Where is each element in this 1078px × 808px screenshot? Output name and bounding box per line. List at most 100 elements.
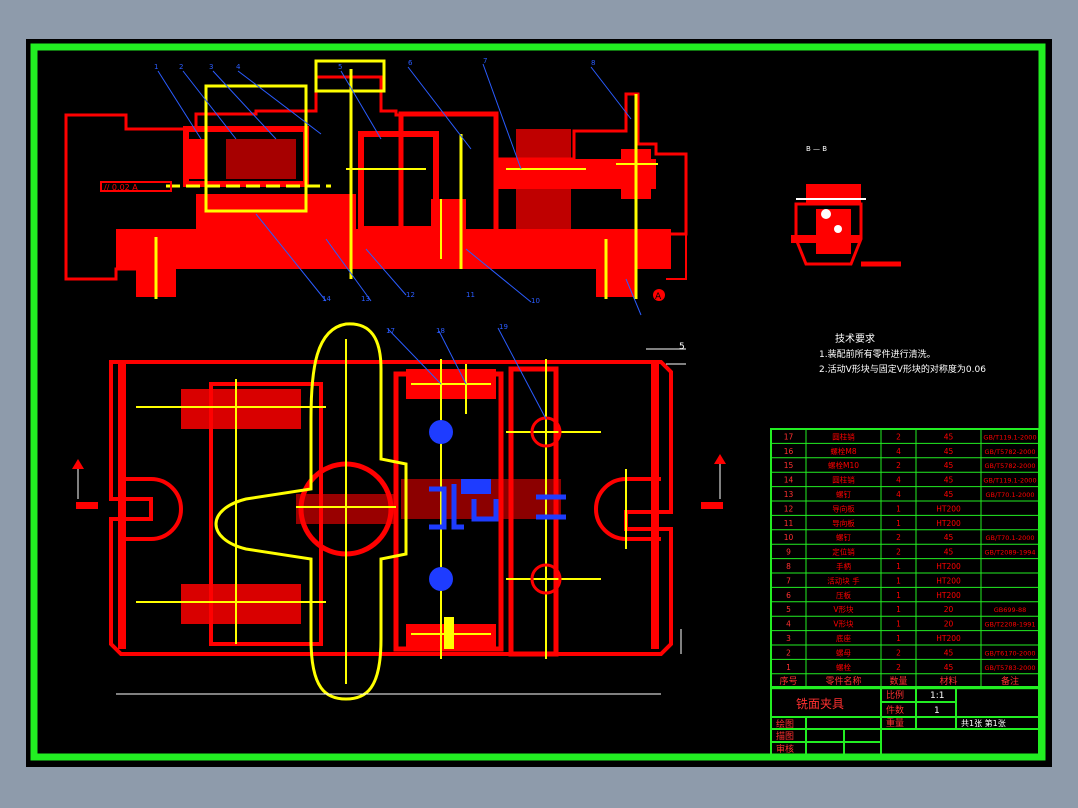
bom-cell-name: 手柄: [836, 561, 851, 571]
bom-cell-name: 螺栓M10: [828, 460, 859, 470]
bom-cell-no: 3: [786, 634, 791, 643]
bom-cell-qty: 1: [896, 519, 901, 528]
bom-cell-note: GB/T5782-2000: [984, 462, 1035, 470]
svg-text:14: 14: [322, 295, 331, 303]
detail-view: B — B: [791, 145, 901, 267]
svg-text:2: 2: [179, 63, 183, 71]
bom-cell-name: 定位销: [832, 547, 855, 557]
bom-cell-material: 20: [944, 620, 954, 629]
dimension-5: 5: [679, 342, 685, 352]
plan-balloons: 17 18 19: [386, 323, 508, 335]
bom-header-material: 材料: [939, 675, 957, 687]
bom-header-no: 序号: [779, 675, 797, 687]
bom-cell-note: GB/T119.1-2000: [983, 477, 1036, 485]
bom-cell-material: 45: [944, 490, 954, 499]
bom-cell-name: 底座: [836, 633, 851, 643]
bom-cell-no: 1: [786, 663, 791, 672]
bom-cell-material: HT200: [936, 634, 961, 643]
bom-cell-no: 14: [784, 476, 794, 485]
bom-cell-qty: 1: [896, 562, 901, 571]
bom-cell-qty: 4: [896, 476, 901, 485]
bom-header-note: 备注: [1001, 675, 1019, 687]
detail-label: B — B: [806, 145, 827, 153]
bom-cell-name: 螺栓: [836, 662, 851, 672]
svg-text:10: 10: [531, 297, 540, 305]
bom-cell-qty: 4: [896, 447, 901, 456]
bom-cell-no: 7: [786, 576, 791, 585]
section-arrows: [72, 454, 726, 509]
svg-text:11: 11: [466, 291, 475, 299]
svg-text:7: 7: [483, 57, 487, 65]
bom-cell-material: HT200: [936, 562, 961, 571]
bom-cell-material: 45: [944, 548, 954, 557]
bom-cell-material: HT200: [936, 591, 961, 600]
bom-cell-material: 45: [944, 447, 954, 456]
sheet-border: [30, 43, 1046, 761]
bom-cell-qty: 2: [896, 533, 901, 542]
bom-cell-note: GB/T6170-2000: [984, 649, 1035, 657]
svg-text:1: 1: [154, 63, 158, 71]
bom-cell-no: 10: [784, 533, 794, 542]
check-label: 审核: [776, 743, 794, 755]
bom-cell-note: GB/T2089-1994: [984, 549, 1035, 557]
bom-cell-note: GB/T2208-1991: [984, 621, 1035, 629]
drawing-name: 铣面夹具: [796, 697, 844, 711]
bom-cell-qty: 2: [896, 432, 901, 441]
bom-cell-name: 导向板: [832, 503, 855, 513]
bom-cell-material: HT200: [936, 576, 961, 585]
bom-cell-note: GB/T70.1-2000: [985, 534, 1034, 542]
bom-cell-no: 16: [784, 447, 794, 456]
bom-cell-name: 活动块 手: [827, 575, 860, 585]
svg-text:17: 17: [386, 327, 395, 335]
bom-cell-name: V形块: [833, 604, 854, 614]
bom-header-qty: 数量: [889, 675, 907, 687]
bom-cell-qty: 1: [896, 620, 901, 629]
svg-text:4: 4: [236, 63, 241, 71]
bom-header-name: 零件名称: [825, 675, 861, 687]
plan-view: 5 17 18 19: [72, 322, 726, 701]
count-label: 件数: [886, 704, 904, 716]
bom-cell-no: 6: [786, 591, 791, 600]
bom-cell-name: 压板: [836, 590, 851, 600]
bom-cell-note: GB/T119.1-2000: [983, 433, 1036, 441]
svg-text:6: 6: [408, 59, 413, 67]
drawn-label: 绘图: [776, 718, 794, 730]
tech-title: 技术要求: [835, 332, 875, 345]
bom-cell-qty: 2: [896, 648, 901, 657]
bom-cell-qty: 2: [896, 663, 901, 672]
count-value: 1: [934, 706, 940, 716]
bom-cell-no: 15: [784, 461, 794, 470]
bom-cell-no: 12: [784, 504, 794, 513]
bom-cell-material: 45: [944, 461, 954, 470]
svg-text:19: 19: [499, 323, 508, 331]
bom-cell-qty: 4: [896, 490, 901, 499]
bom-cell-no: 2: [786, 648, 791, 657]
bom-cell-name: V形块: [833, 619, 854, 629]
bom-cell-name: 螺栓M8: [830, 446, 856, 456]
bom-cell-qty: 2: [896, 461, 901, 470]
scale-label: 比例: [886, 689, 904, 701]
bom-cell-qty: 2: [896, 548, 901, 557]
bom-cell-no: 4: [786, 620, 791, 629]
design-label: 描图: [776, 730, 794, 742]
bom-cell-material: 45: [944, 663, 954, 672]
svg-text:12: 12: [406, 291, 415, 299]
svg-text:5: 5: [338, 63, 342, 71]
bom-cell-no: 9: [786, 548, 791, 557]
bom-cell-name: 导向板: [832, 518, 855, 528]
tolerance-frame: // 0.02 A: [104, 183, 138, 192]
bom-cell-no: 11: [784, 519, 794, 528]
tech-item-2: 2.活动V形块与固定V形块的对称度为0.06: [819, 363, 986, 375]
bom-cell-name: 圆柱销: [832, 475, 855, 485]
svg-text:3: 3: [209, 63, 213, 71]
bom-cell-name: 螺钉: [836, 489, 851, 499]
svg-text:18: 18: [436, 327, 445, 335]
tech-item-1: 1.装配前所有零件进行清洗。: [819, 348, 936, 360]
bom-cell-name: 螺钉: [836, 532, 851, 542]
bom-cell-no: 13: [784, 490, 794, 499]
datum-a-mark: A: [655, 292, 662, 302]
bom-cell-note: GB/T5782-2000: [984, 448, 1035, 456]
